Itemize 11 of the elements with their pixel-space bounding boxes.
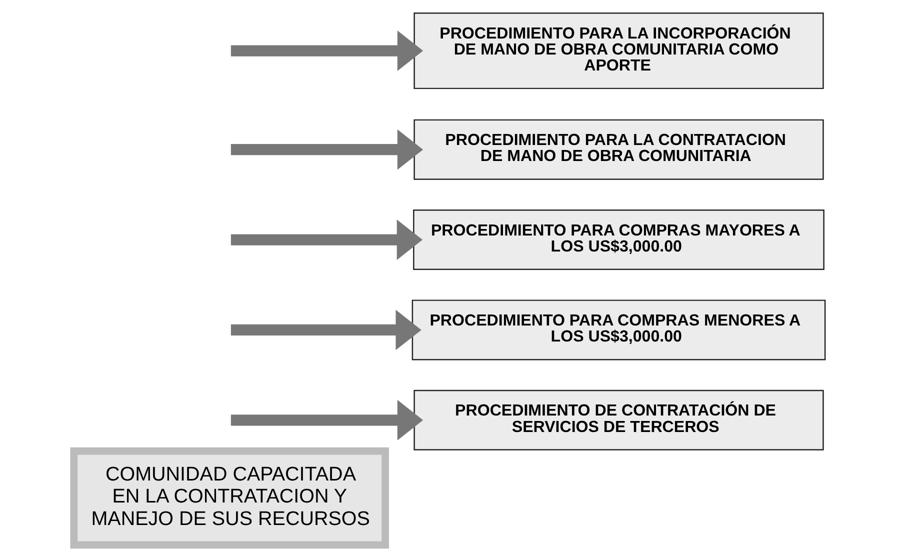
arrow [230,400,423,440]
node-box: PROCEDIMIENTO PARA LA CONTRATACION DE MANO DE OBRA COMUNITARIA [413,119,824,180]
arrow [230,30,423,71]
arrow [230,310,421,350]
arrow [230,220,422,260]
node-box: PROCEDIMIENTO PARA COMPRAS MAYORES A LOS US$3,000.00 [412,210,824,270]
arrow [230,129,423,170]
node-box: PROCEDIMIENTO PARA COMPRAS MENORES A LOS US$3,000.00 [411,300,826,360]
node-box: COMUNIDAD CAPACITADA EN LA CONTRATACION Y MANEJO DE SUS RECURSOS [70,447,388,549]
node-box: PROCEDIMIENTO DE CONTRATACIÓN DE SERVICIOS DE TERCEROS [413,390,824,450]
node-box: PROCEDIMIENTO PARA LA INCORPORACIÓN DE MANO DE OBRA COMUNITARIA COMO APORTE [413,12,824,90]
